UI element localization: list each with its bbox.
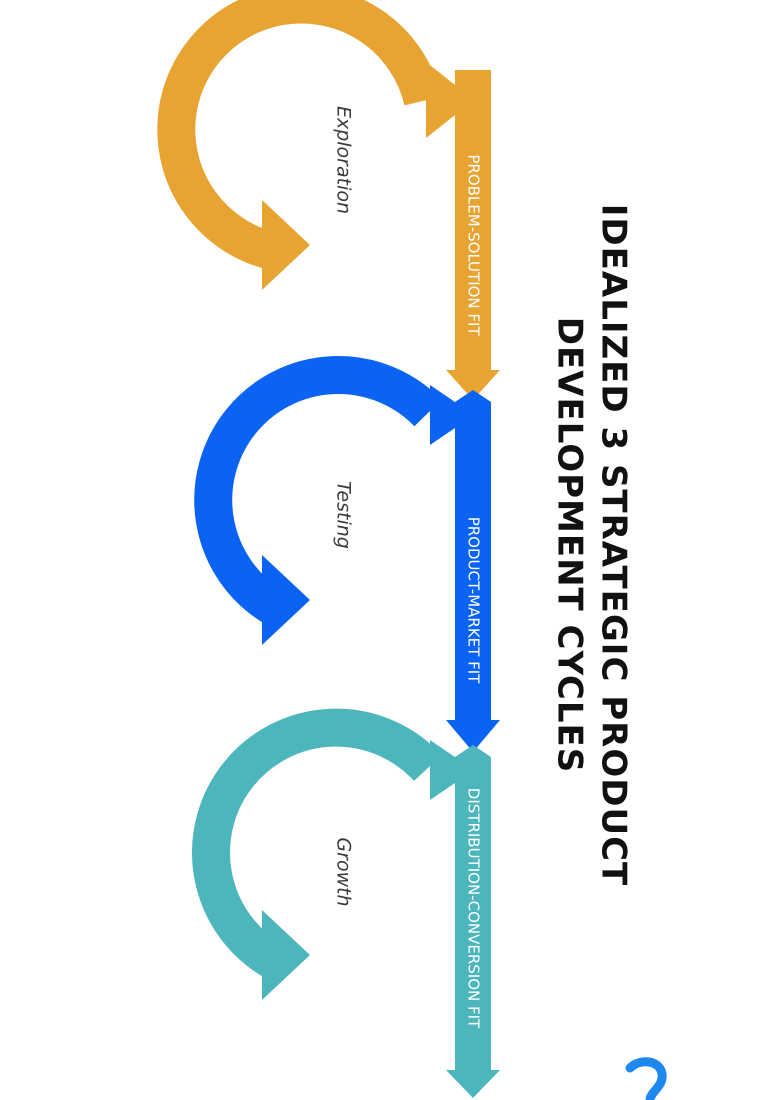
cycle-label-exploration: Exploration	[333, 106, 355, 214]
logo-icon	[625, 1057, 667, 1100]
cycle-arrowhead-bottom-testing	[262, 555, 310, 645]
cycle-exploration: PROBLEM-SOLUTION FIT Exploration	[157, 0, 500, 400]
fit-bar-exploration	[455, 70, 491, 370]
fit-arrowhead-testing	[446, 720, 500, 752]
fit-arrowhead-growth	[446, 1070, 500, 1098]
title-line-1: IDEALIZED 3 STRATEGIC PRODUCT	[594, 204, 634, 886]
cycle-ring-growth	[192, 708, 442, 977]
fit-bar-testing	[455, 390, 491, 720]
cycle-label-growth: Growth	[333, 837, 355, 906]
fit-bar-growth	[455, 745, 491, 1070]
cycle-arrowhead-top-exploration	[426, 62, 474, 138]
cycle-arrowhead-top-testing	[430, 385, 474, 445]
fit-label-testing: PRODUCT-MARKET FIT	[465, 517, 483, 684]
cycle-ring-testing	[194, 356, 442, 623]
cycle-ring-exploration	[157, 0, 442, 270]
fit-label-exploration: PROBLEM-SOLUTION FIT	[465, 154, 483, 336]
cycle-arrowhead-bottom-growth	[262, 910, 310, 1000]
fit-arrowhead-exploration	[446, 370, 500, 400]
cycle-arrowhead-bottom-exploration	[262, 200, 310, 290]
cycle-label-testing: Testing	[333, 481, 355, 549]
cycle-arrowhead-top-growth	[430, 740, 474, 800]
title-line-2: DEVELOPMENT CYCLES	[550, 317, 590, 774]
fit-label-growth: DISTRIBUTION-CONVERSION FIT	[465, 788, 483, 1029]
cycle-growth: DISTRIBUTION-CONVERSION FIT Growth	[192, 708, 500, 1098]
cycle-testing: PRODUCT-MARKET FIT Testing	[194, 356, 500, 752]
